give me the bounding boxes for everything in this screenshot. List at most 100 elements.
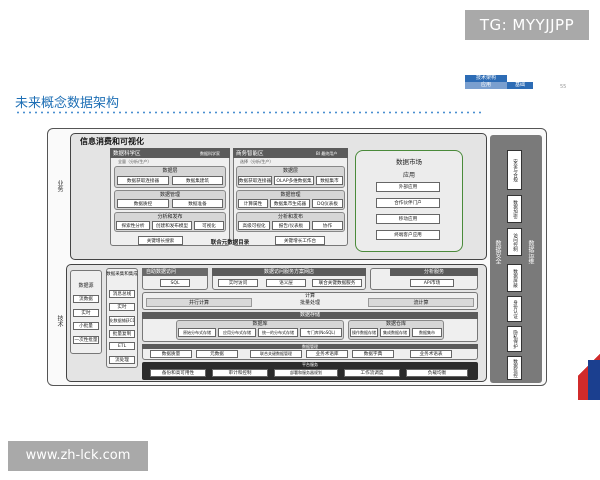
bi-connector: 数据获取连接器 — [238, 176, 272, 185]
right-item-3: 访问控制 — [507, 228, 522, 256]
ing-etl: ETL — [109, 342, 135, 350]
plat-loadbalance: 负载均衡 — [406, 369, 468, 377]
bi-dq: DQ仪表板 — [312, 199, 343, 208]
right-item-1: 安全与合规 — [507, 150, 522, 190]
sql-box: SQL — [160, 279, 190, 287]
plat-workflow: 工作流调度 — [344, 369, 400, 377]
data-science-badge: 数据科学家 — [200, 151, 220, 156]
right-item-4: 数据屏蔽 — [507, 264, 522, 292]
gov-dictionary: 数据字典 — [352, 350, 394, 358]
bi-data-layer-title: 数据层 — [282, 168, 298, 174]
security-label: 数据安全 — [494, 240, 501, 264]
ds-quality: 数据质控 — [117, 199, 169, 208]
bi-collab: 协作 — [312, 221, 343, 230]
db-raw: 原始分布式存储 — [178, 328, 216, 337]
data-science-sub: 全量（分析/生产） — [118, 159, 152, 164]
ds-analysis-title: 分析和发布 — [157, 214, 183, 220]
key-search: 关键增长搜索 — [138, 236, 183, 245]
business-label: 业务 — [56, 180, 63, 192]
ing-bus: 消息总线 — [109, 290, 135, 298]
src-stream: 流数据 — [73, 295, 99, 303]
market-partner: 合作伙伴门户 — [376, 198, 440, 208]
wh-mart: 数据集市 — [412, 328, 442, 337]
right-item-6: 隐私保护 — [507, 326, 522, 352]
market-external: 外部应用 — [376, 182, 440, 192]
wh-ods: 操作数据存储 — [350, 328, 378, 337]
db-nosql: 专门库(NoSQL) — [300, 328, 342, 337]
ds-prep: 数据准备 — [172, 199, 223, 208]
warehouse-title: 数据仓库 — [385, 321, 406, 327]
ds-explore: 探索性分析 — [116, 221, 150, 230]
data-governance-title: 数据管理 — [142, 344, 478, 349]
stream-compute: 流计算 — [368, 298, 474, 307]
gov-mdm: 联合关键数据管理 — [250, 350, 302, 358]
compute-title: 计算 — [304, 293, 315, 299]
src-realtime: 实时 — [73, 309, 99, 317]
dotted-divider — [15, 111, 485, 114]
bi-badge: BI 最终用户 — [316, 151, 338, 156]
bi-adv-vis: 高级可视化 — [238, 221, 270, 230]
bi-analysis-title: 分析和发布 — [277, 214, 303, 220]
bi-report: 报告/仪表板 — [272, 221, 310, 230]
consumption-title: 信息消费和可视化 — [80, 137, 144, 146]
src-microbatch: 小批量 — [73, 322, 99, 330]
ds-data-layer-title: 数据层 — [162, 168, 178, 174]
watermark-bottom: www.zh-lck.com — [8, 441, 148, 471]
corner-decoration-blue — [588, 360, 600, 400]
tag-application: 应用 — [465, 82, 507, 89]
metadata-catalog: 联合元数据目录 — [210, 240, 250, 246]
market-customer: 终端客户应用 — [376, 230, 440, 240]
bi-mart: 数据集市 — [316, 176, 343, 185]
data-storage-title: 数据存储 — [142, 312, 478, 319]
ing-stream: 流处理 — [109, 356, 135, 364]
ing-cdc: 变化数据捕获CDC — [109, 316, 135, 326]
platform-services-title: 平台服务 — [302, 362, 318, 367]
ing-copy: 批量复制 — [109, 330, 135, 338]
src-bulk: 一次性批量 — [73, 336, 99, 344]
tag-tech-architecture: 技术架构 — [465, 75, 507, 82]
data-market-title: 数据市场 — [396, 158, 422, 166]
ops-label: 数据运维 — [527, 240, 534, 264]
ds-visual: 可视化 — [194, 221, 224, 230]
bi-title: 商务智能区 — [236, 151, 264, 157]
tech-label: 技术 — [56, 315, 63, 327]
semantic-layer: 语义层 — [266, 279, 306, 287]
bi-mart-gen: 数据集市生成器 — [270, 199, 310, 208]
ds-model: 创建和发布模型 — [152, 221, 192, 230]
self-service-title: 自助数据访问 — [142, 268, 208, 276]
data-sources-title: 数据源 — [78, 283, 94, 289]
gov-quality: 数据质量 — [150, 350, 192, 358]
realtime-access: 实时访问 — [218, 279, 258, 287]
database-title: 数据库 — [252, 321, 268, 327]
ingest-title: 数据采集和集成 — [106, 272, 138, 277]
plat-audit: 审计和控制 — [212, 369, 268, 377]
db-app: 应用分布式存储 — [218, 328, 256, 337]
bi-calc: 计算属性 — [238, 199, 268, 208]
data-market-sub: 应用 — [402, 172, 415, 179]
ds-dataset: 数据集建筑 — [172, 176, 223, 185]
bi-data-mgmt-title: 数据管理 — [280, 192, 301, 198]
gov-glossary: 业务术语库 — [306, 350, 348, 358]
api-market: API市场 — [410, 279, 454, 287]
data-access-service-title: 数据访问服务方案网店 — [212, 268, 366, 276]
bi-olap: OLAP多维数据集 — [274, 176, 314, 185]
analysis-service-title: 分析服务 — [390, 268, 478, 276]
market-mobile: 移动应用 — [376, 214, 440, 224]
gov-metadata: 元数据 — [196, 350, 238, 358]
plat-backup: 备份和高可用性 — [150, 369, 206, 377]
bi-sub: 选择（分析/生产） — [240, 159, 274, 164]
page-number: 55 — [560, 84, 567, 90]
right-item-5: 身份认证 — [507, 296, 522, 322]
bi-header — [233, 148, 348, 158]
wh-integrated: 集成数据存储 — [380, 328, 410, 337]
right-item-2: 数据加密 — [507, 195, 522, 223]
watermark-top: TG: MYYJJPP — [465, 10, 589, 40]
parallel-compute: 并行计算 — [146, 298, 252, 307]
db-unified: 统一的分布式存储 — [258, 328, 298, 337]
slide-title: 未来概念数据架构 — [15, 96, 120, 111]
data-science-header — [110, 148, 230, 158]
ds-data-mgmt-title: 数据管理 — [159, 192, 180, 198]
data-science-title: 数据科学区 — [113, 151, 141, 157]
tag-foundation: 基础 — [507, 82, 533, 89]
federated-key-service: 联合关键数据服务 — [312, 279, 362, 287]
